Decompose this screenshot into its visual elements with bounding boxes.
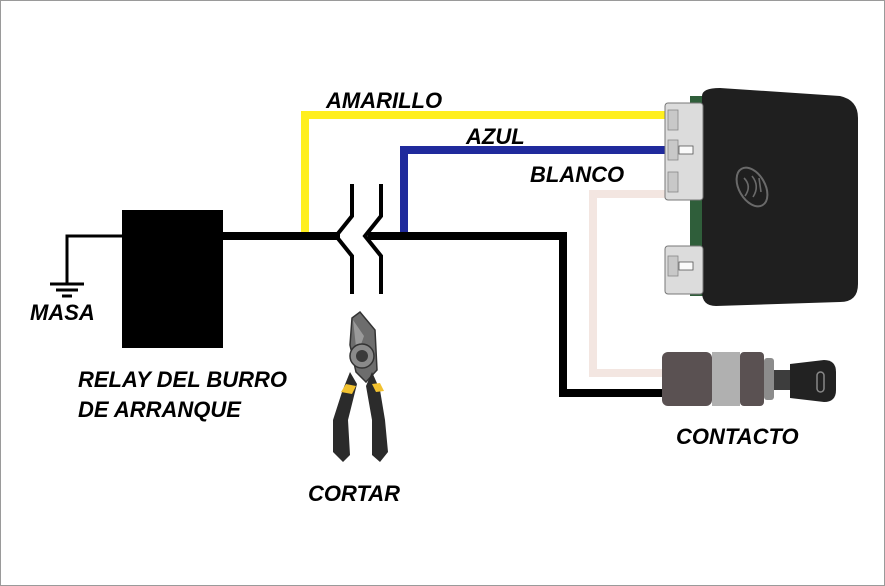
ignition-key-icon [662, 352, 836, 406]
white-wire [589, 190, 665, 377]
black-wire-right [368, 232, 665, 397]
cut-symbol [333, 184, 383, 294]
yellow-wire [301, 111, 665, 236]
ground-symbol-icon [50, 234, 122, 298]
label-amarillo: AMARILLO [326, 88, 443, 113]
label-cortar: CORTAR [308, 481, 401, 506]
relay-block [122, 210, 223, 348]
label-contacto: CONTACTO [676, 424, 799, 449]
label-relay-line1: RELAY DEL BURRO [78, 367, 288, 392]
alarm-module-icon [664, 88, 858, 306]
pliers-icon [333, 310, 388, 462]
label-masa: MASA [30, 300, 95, 325]
blue-wire [400, 146, 668, 236]
label-blanco: BLANCO [530, 162, 625, 187]
label-azul: AZUL [466, 124, 525, 149]
label-relay-line2: DE ARRANQUE [78, 397, 241, 422]
